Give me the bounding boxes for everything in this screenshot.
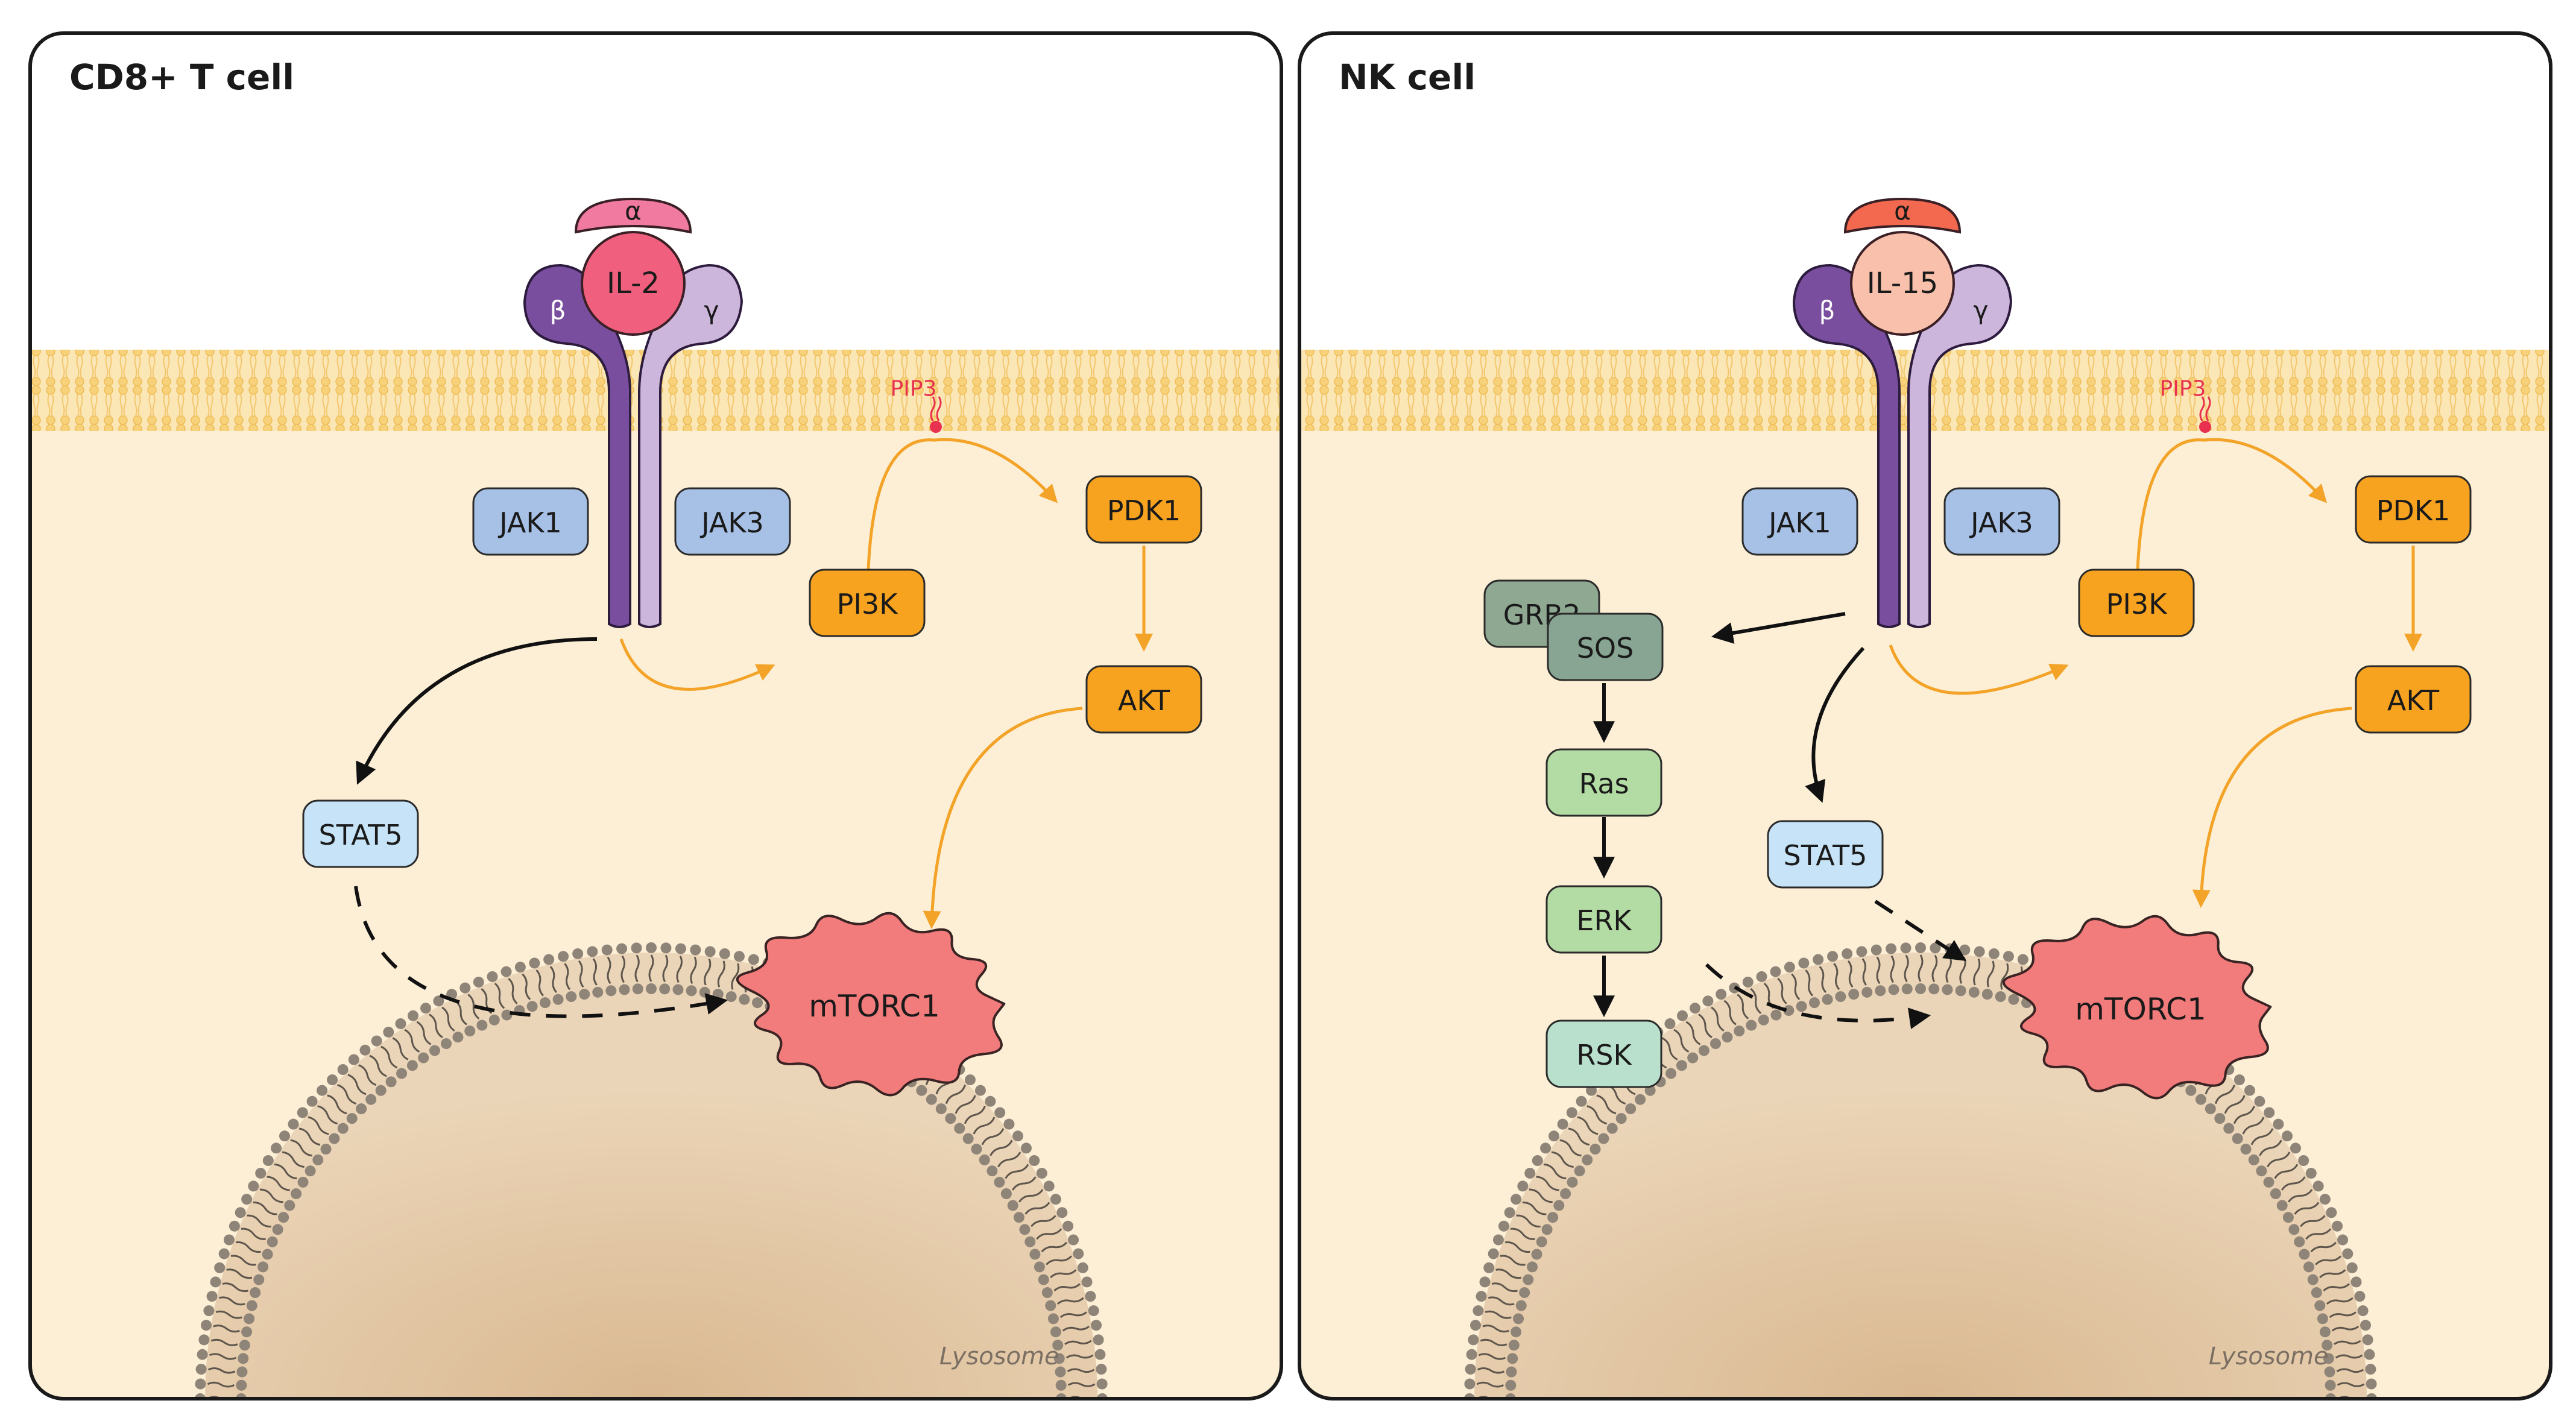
nk-panel-ras-label: Ras bbox=[1579, 767, 1629, 800]
nk-panel-pi3k-label: PI3K bbox=[2106, 588, 2168, 620]
cd8-panel-mtorc1: mTORC1 bbox=[736, 912, 1006, 1097]
cd8-panel-pi3k-shape bbox=[809, 569, 926, 637]
nk-panel-arrow-pi3k-pdk1 bbox=[2136, 438, 2328, 570]
nk-panel-lysosome-label: Lysosome bbox=[2209, 1343, 2329, 1370]
cd8-panel-pip3-tail bbox=[930, 396, 942, 421]
nk-panel-receptor: IL-15 α β γ bbox=[1792, 197, 2013, 628]
cd8-panel-arrow-receptor-stat5 bbox=[356, 637, 598, 785]
nk-panel-jak1-label: JAK1 bbox=[1767, 506, 1831, 539]
cd8-panel-pdk1-label: PDK1 bbox=[1107, 494, 1181, 527]
cd8-panel-frame bbox=[28, 31, 1283, 1401]
nk-panel-rsk: RSK bbox=[1545, 1019, 1662, 1088]
cd8-panel-receptor-alpha-chain bbox=[574, 197, 692, 234]
cd8-panel-akt-label: AKT bbox=[1118, 684, 1170, 717]
nk-panel-sos-label: SOS bbox=[1577, 632, 1634, 664]
nk-panel-arrow-receptor-sos bbox=[1711, 612, 1846, 644]
nk-panel-stat5-label: STAT5 bbox=[1784, 839, 1867, 872]
nk-panel-mtorc1-shape bbox=[2002, 915, 2272, 1100]
nk-panel-receptor-gamma-label: γ bbox=[1974, 296, 1989, 326]
nk-panel-receptor-ligand bbox=[1850, 231, 1955, 336]
nk-panel-stat5-shape bbox=[1767, 820, 1884, 889]
cd8-panel-jak3-label: JAK3 bbox=[699, 506, 764, 539]
nk-panel-jak3-shape bbox=[1943, 487, 2060, 556]
nk-panel-arrow-erk-mtorc1 bbox=[1705, 963, 1931, 1029]
cd8-panel-pi3k: PI3K bbox=[809, 569, 926, 637]
nk-panel-mtorc1-label: mTORC1 bbox=[2075, 992, 2206, 1027]
nk-panel-pdk1-label: PDK1 bbox=[2376, 494, 2451, 527]
cd8-panel-stat5: STAT5 bbox=[302, 799, 419, 868]
cd8-panel-receptor-beta-chain bbox=[523, 263, 631, 628]
nk-panel-receptor-ligand-label: IL-15 bbox=[1867, 266, 1938, 300]
nk-panel-erk-label: ERK bbox=[1576, 904, 1632, 937]
cd8-panel-stat5-label: STAT5 bbox=[319, 819, 403, 851]
nk-panel-pip3-dot bbox=[2199, 421, 2211, 433]
nk-panel-pip3-tail bbox=[2199, 396, 2211, 421]
cd8-panel-jak1-label: JAK1 bbox=[497, 506, 562, 539]
nk-panel-erk: ERK bbox=[1545, 885, 1662, 954]
cd8-panel-pi3k-label: PI3K bbox=[837, 588, 899, 620]
cd8-panel-jak3: JAK3 bbox=[674, 487, 791, 556]
nk-panel-pip3-label: PIP3 bbox=[2160, 377, 2206, 402]
cd8-panel-title: CD8+ T cell bbox=[69, 57, 294, 98]
nk-panel-mtorc1: mTORC1 bbox=[2002, 915, 2272, 1100]
cd8-panel-receptor-gamma-chain bbox=[638, 263, 743, 628]
nk-panel-arrow-receptor-stat5 bbox=[1805, 646, 1865, 803]
nk-panel-stat5: STAT5 bbox=[1767, 820, 1884, 889]
cd8-panel-receptor-ligand bbox=[581, 231, 686, 336]
cd8-panel-mtorc1-label: mTORC1 bbox=[809, 989, 940, 1024]
nk-panel-akt-shape bbox=[2355, 665, 2472, 734]
cd8-panel-pip3-dot bbox=[930, 421, 942, 433]
nk-panel-jak1: JAK1 bbox=[1741, 487, 1858, 556]
cd8-panel-pdk1: PDK1 bbox=[1085, 475, 1202, 544]
cd8-panel-arrow-akt-mtorc1 bbox=[923, 707, 1083, 929]
cd8-panel-mtorc1-shape bbox=[736, 912, 1006, 1097]
cd8-panel-pip3-label: PIP3 bbox=[891, 377, 937, 402]
nk-panel-pdk1-shape bbox=[2355, 475, 2472, 544]
cd8-panel-akt-shape bbox=[1085, 665, 1202, 734]
cd8-panel-stat5-shape bbox=[302, 799, 419, 868]
cd8-panel-jak1-shape bbox=[472, 487, 589, 556]
nk-panel-receptor-beta-label: β bbox=[1819, 296, 1836, 326]
cd8-panel-receptor-ligand-label: IL-2 bbox=[607, 266, 660, 300]
nk-panel-ras: Ras bbox=[1545, 748, 1662, 817]
cd8-panel-arrow-stat5-mtorc1 bbox=[354, 886, 728, 1018]
nk-panel-erk-shape bbox=[1545, 885, 1662, 954]
nk-panel-pi3k: PI3K bbox=[2078, 569, 2195, 637]
cd8-panel-jak3-shape bbox=[674, 487, 791, 556]
nk-panel-sos-shape bbox=[1547, 613, 1664, 681]
nk-panel-jak1-shape bbox=[1741, 487, 1858, 556]
cd8-panel-jak1: JAK1 bbox=[472, 487, 589, 556]
nk-panel-pi3k-shape bbox=[2078, 569, 2195, 637]
cd8-panel-receptor-beta-label: β bbox=[550, 296, 566, 326]
nk-panel-jak3: JAK3 bbox=[1943, 487, 2060, 556]
nk-panel-pdk1: PDK1 bbox=[2355, 475, 2472, 544]
cd8-panel-receptor-alpha-label: α bbox=[625, 197, 642, 226]
cd8-panel-lysosome-label: Lysosome bbox=[939, 1343, 1059, 1370]
nk-panel-ras-shape bbox=[1545, 748, 1662, 817]
nk-panel-arrow-stat5-mtorc1 bbox=[1874, 900, 1967, 961]
nk-panel-arrow-akt-mtorc1 bbox=[2192, 707, 2352, 908]
cd8-panel-receptor-gamma-label: γ bbox=[704, 296, 719, 326]
nk-panel-title: NK cell bbox=[1339, 57, 1476, 98]
nk-panel-sos: SOS bbox=[1547, 613, 1664, 681]
nk-panel-frame bbox=[1298, 31, 2552, 1401]
nk-panel-arrow-receptor-pi3k bbox=[1889, 644, 2069, 695]
nk-panel-rsk-label: RSK bbox=[1576, 1039, 1632, 1071]
cd8-panel-pdk1-shape bbox=[1085, 475, 1202, 544]
nk-panel-akt: AKT bbox=[2355, 665, 2472, 734]
nk-panel-receptor-gamma-chain bbox=[1907, 263, 2013, 628]
cd8-panel-receptor: IL-2 α β γ bbox=[523, 197, 743, 628]
cd8-panel-arrow-pi3k-pdk1 bbox=[867, 438, 1058, 570]
nk-panel-rsk-shape bbox=[1545, 1019, 1662, 1088]
nk-panel-jak3-label: JAK3 bbox=[1969, 506, 2033, 539]
nk-panel-receptor-beta-chain bbox=[1792, 263, 1901, 628]
cd8-panel-arrow-receptor-pi3k bbox=[619, 638, 775, 691]
cd8-panel-akt: AKT bbox=[1085, 665, 1202, 734]
nk-panel-receptor-alpha-label: α bbox=[1894, 197, 1911, 226]
nk-panel-receptor-alpha-chain bbox=[1843, 197, 1962, 234]
nk-panel-akt-label: AKT bbox=[2387, 684, 2440, 717]
